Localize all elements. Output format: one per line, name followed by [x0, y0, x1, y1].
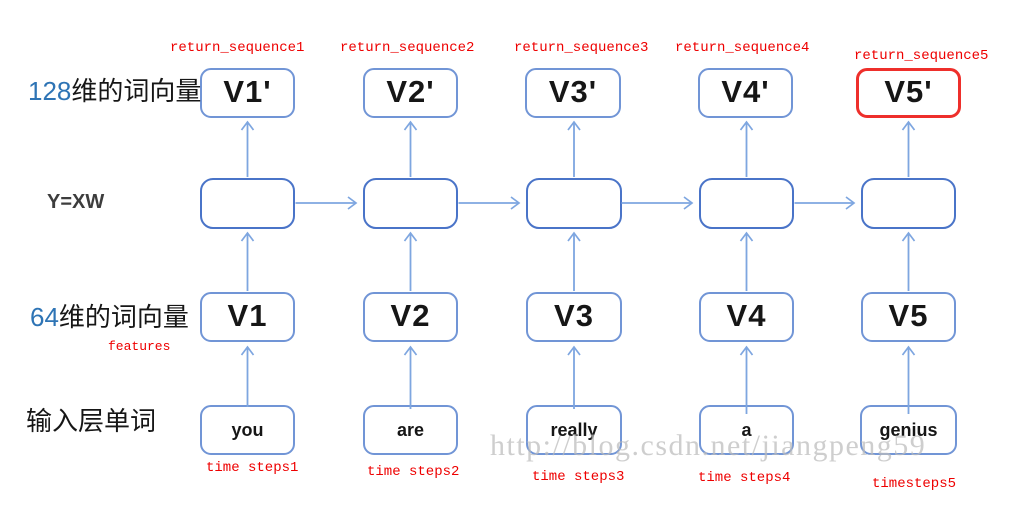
word-label: a — [741, 419, 752, 440]
input-vector-box: V5 — [861, 292, 956, 342]
hidden-cell-box — [200, 178, 295, 229]
hidden-cell-box — [526, 178, 622, 229]
return-sequence-label: return_sequence4 — [675, 40, 810, 56]
input-vector-label: V5 — [888, 297, 929, 333]
input-dim-number: 64 — [30, 302, 59, 332]
return-sequence-label: return_sequence2 — [340, 40, 475, 56]
input-vector-label: V2 — [390, 297, 431, 333]
features-label: features — [108, 339, 171, 354]
output-vector-label: V5' — [884, 73, 933, 109]
word-label: really — [550, 419, 598, 440]
output-vector-box: V1' — [200, 68, 295, 118]
time-steps-label: time steps2 — [367, 464, 460, 480]
word-box: genius — [860, 405, 957, 455]
hidden-cell-box — [861, 178, 956, 229]
input-vector-label: V4 — [726, 297, 767, 333]
output-vector-label: V3' — [548, 73, 598, 109]
row-label-formula: Y=XW — [47, 191, 105, 213]
input-vector-box: V2 — [363, 292, 458, 342]
output-vector-box-highlighted: V5' — [856, 68, 961, 118]
input-vector-box: V1 — [200, 292, 295, 342]
input-vector-box: V4 — [699, 292, 794, 342]
word-box: you — [200, 405, 295, 455]
row-label-input-words: 输入层单词 — [26, 406, 157, 436]
row-label-output-dim: 128维的词向量 — [28, 76, 201, 107]
hidden-cell-box — [699, 178, 794, 229]
row-label-input-dim: 64维的词向量 — [30, 302, 189, 333]
word-box: really — [526, 405, 622, 455]
input-vector-box: V3 — [526, 292, 622, 342]
word-label: genius — [879, 419, 938, 440]
output-dim-text: 维的词向量 — [71, 76, 202, 106]
word-label: you — [231, 419, 264, 440]
output-vector-box: V3' — [525, 68, 621, 118]
time-steps-label: time steps3 — [532, 469, 625, 485]
input-vector-label: V3 — [554, 297, 594, 333]
input-vector-label: V1 — [227, 297, 268, 333]
hidden-cell-box — [363, 178, 458, 229]
return-sequence-label: return_sequence5 — [854, 48, 989, 64]
time-steps-label: timesteps5 — [872, 476, 957, 492]
output-vector-label: V1' — [223, 73, 272, 109]
input-dim-text: 维的词向量 — [58, 302, 189, 332]
word-box: are — [363, 405, 458, 455]
time-steps-label: time steps4 — [698, 470, 791, 486]
return-sequence-label: return_sequence1 — [170, 40, 305, 56]
output-vector-label: V2' — [386, 73, 435, 109]
output-vector-box: V2' — [363, 68, 458, 118]
word-box: a — [699, 405, 794, 455]
output-dim-number: 128 — [28, 76, 72, 106]
word-label: are — [396, 419, 425, 440]
time-steps-label: time steps1 — [206, 460, 299, 476]
output-vector-label: V4' — [721, 73, 770, 109]
return-sequence-label: return_sequence3 — [514, 40, 649, 56]
output-vector-box: V4' — [698, 68, 793, 118]
